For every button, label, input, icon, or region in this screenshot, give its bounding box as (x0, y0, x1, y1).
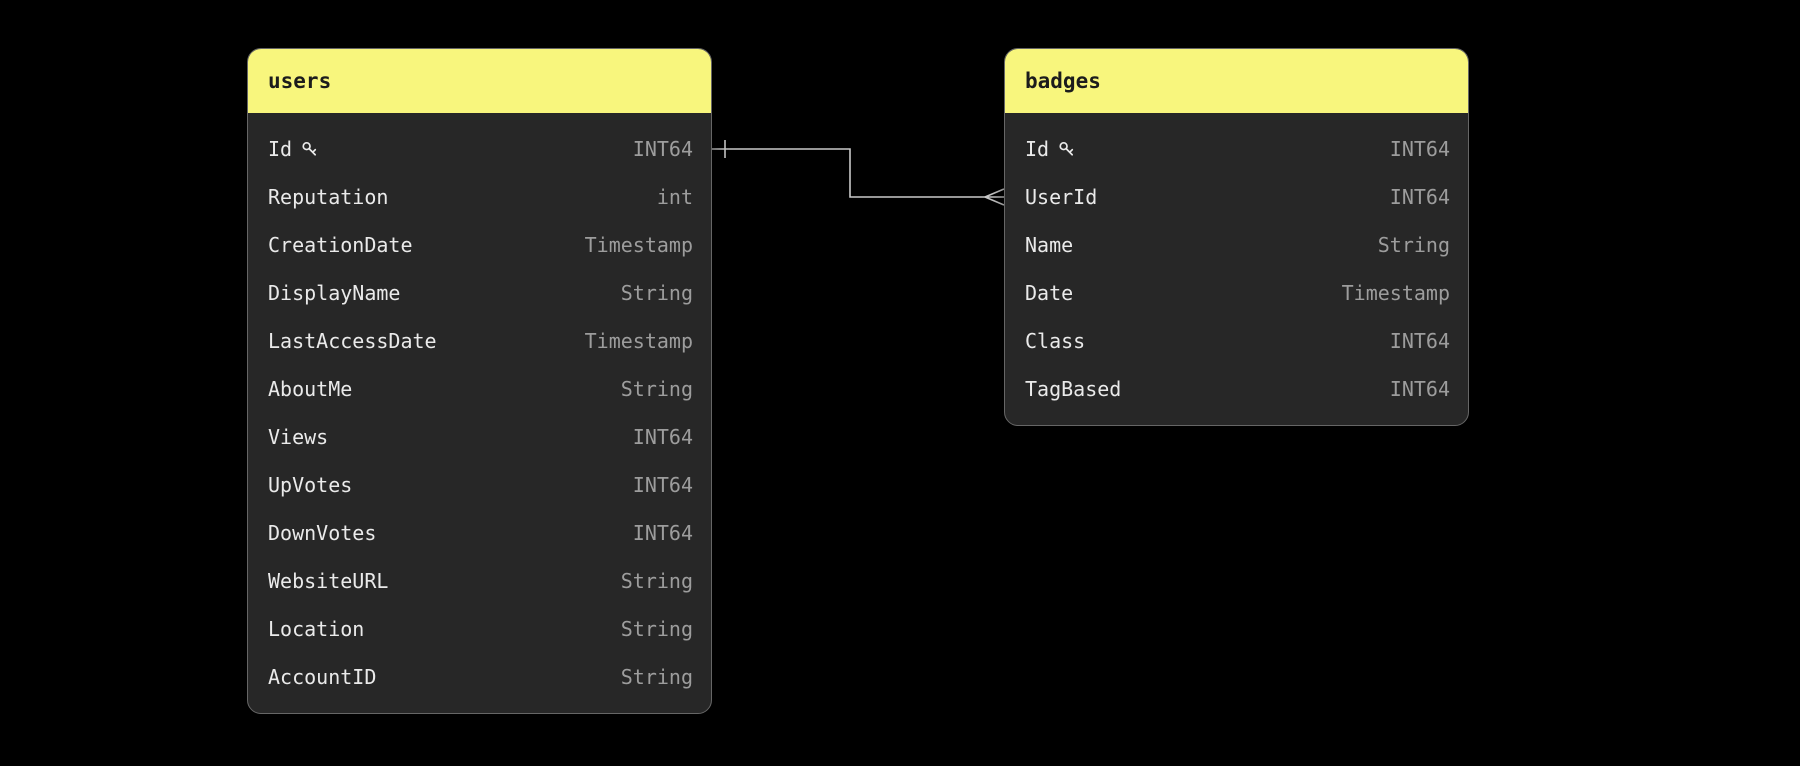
field-name-text: Date (1025, 281, 1074, 305)
field-type: INT64 (632, 521, 693, 545)
table-badges-header[interactable]: badges (1005, 49, 1468, 113)
field-name: DisplayName (268, 281, 400, 305)
field-type: String (620, 281, 693, 305)
field-name-text: UpVotes (268, 473, 353, 497)
field-type: Timestamp (1341, 281, 1450, 305)
field-name: CreationDate (268, 233, 413, 257)
field-row-creationdate[interactable]: CreationDate Timestamp (248, 221, 711, 269)
field-type: INT64 (632, 137, 693, 161)
field-row-location[interactable]: Location String (248, 605, 711, 653)
field-name-text: DownVotes (268, 521, 377, 545)
field-row-id[interactable]: Id INT64 (1005, 125, 1468, 173)
field-type: String (620, 665, 693, 689)
table-users-body: Id INT64 Reputation int CreationDate Tim… (248, 113, 711, 713)
field-name: DownVotes (268, 521, 376, 545)
primary-key-icon (1059, 141, 1074, 156)
field-row-websiteurl[interactable]: WebsiteURL String (248, 557, 711, 605)
field-type: Timestamp (584, 233, 693, 257)
many-cardinality-marker (984, 188, 1005, 206)
field-row-id[interactable]: Id INT64 (248, 125, 711, 173)
field-name: Views (268, 425, 328, 449)
field-name: WebsiteURL (268, 569, 388, 593)
field-name: Name (1025, 233, 1073, 257)
field-type: INT64 (632, 425, 693, 449)
field-name: Date (1025, 281, 1073, 305)
primary-key-icon (302, 141, 317, 156)
field-name-text: Class (1025, 329, 1086, 353)
table-badges-title: badges (1025, 69, 1101, 93)
field-row-downvotes[interactable]: DownVotes INT64 (248, 509, 711, 557)
field-name-text: Name (1025, 233, 1074, 257)
field-name-text: AboutMe (268, 377, 353, 401)
field-type: INT64 (1389, 377, 1450, 401)
field-name-text: TagBased (1025, 377, 1122, 401)
field-type: INT64 (632, 473, 693, 497)
field-row-accountid[interactable]: AccountID String (248, 653, 711, 701)
field-name-text: AccountID (268, 665, 377, 689)
field-row-displayname[interactable]: DisplayName String (248, 269, 711, 317)
field-row-date[interactable]: Date Timestamp (1005, 269, 1468, 317)
field-row-lastaccessdate[interactable]: LastAccessDate Timestamp (248, 317, 711, 365)
field-row-reputation[interactable]: Reputation int (248, 173, 711, 221)
field-name-text: DisplayName (268, 281, 401, 305)
table-users-title: users (268, 69, 332, 93)
field-row-tagbased[interactable]: TagBased INT64 (1005, 365, 1468, 413)
field-row-upvotes[interactable]: UpVotes INT64 (248, 461, 711, 509)
field-name: Location (268, 617, 364, 641)
field-row-views[interactable]: Views INT64 (248, 413, 711, 461)
field-type: String (1377, 233, 1450, 257)
field-name: Class (1025, 329, 1085, 353)
field-type: String (620, 617, 693, 641)
table-users[interactable]: users Id INT64 Reputation int CreationDa… (247, 48, 712, 714)
field-type: INT64 (1389, 137, 1450, 161)
field-name-text: Location (268, 617, 365, 641)
field-name: LastAccessDate (268, 329, 437, 353)
field-type: INT64 (1389, 185, 1450, 209)
field-type: String (620, 569, 693, 593)
table-badges[interactable]: badges Id INT64 UserId INT64 Name Strin (1004, 48, 1469, 426)
field-name-text: WebsiteURL (268, 569, 389, 593)
table-users-header[interactable]: users (248, 49, 711, 113)
field-row-aboutme[interactable]: AboutMe String (248, 365, 711, 413)
field-name-text: Views (268, 425, 329, 449)
field-name-text: Reputation (268, 185, 389, 209)
field-name: AccountID (268, 665, 376, 689)
field-name: Id (268, 137, 319, 161)
field-name-text: Id (268, 137, 293, 161)
field-name: Id (1025, 137, 1076, 161)
field-type: Timestamp (584, 329, 693, 353)
field-name-text: Id (1025, 137, 1050, 161)
field-name: AboutMe (268, 377, 352, 401)
field-type: int (656, 185, 693, 209)
field-name: UserId (1025, 185, 1097, 209)
field-name-text: LastAccessDate (268, 329, 437, 353)
field-row-class[interactable]: Class INT64 (1005, 317, 1468, 365)
field-row-userid[interactable]: UserId INT64 (1005, 173, 1468, 221)
field-type: String (620, 377, 693, 401)
field-row-name[interactable]: Name String (1005, 221, 1468, 269)
field-name: UpVotes (268, 473, 352, 497)
field-name: TagBased (1025, 377, 1121, 401)
field-name-text: CreationDate (268, 233, 413, 257)
field-name-text: UserId (1025, 185, 1098, 209)
field-name: Reputation (268, 185, 388, 209)
table-badges-body: Id INT64 UserId INT64 Name String Date T… (1005, 113, 1468, 425)
relationship-line[interactable] (712, 148, 985, 198)
field-type: INT64 (1389, 329, 1450, 353)
